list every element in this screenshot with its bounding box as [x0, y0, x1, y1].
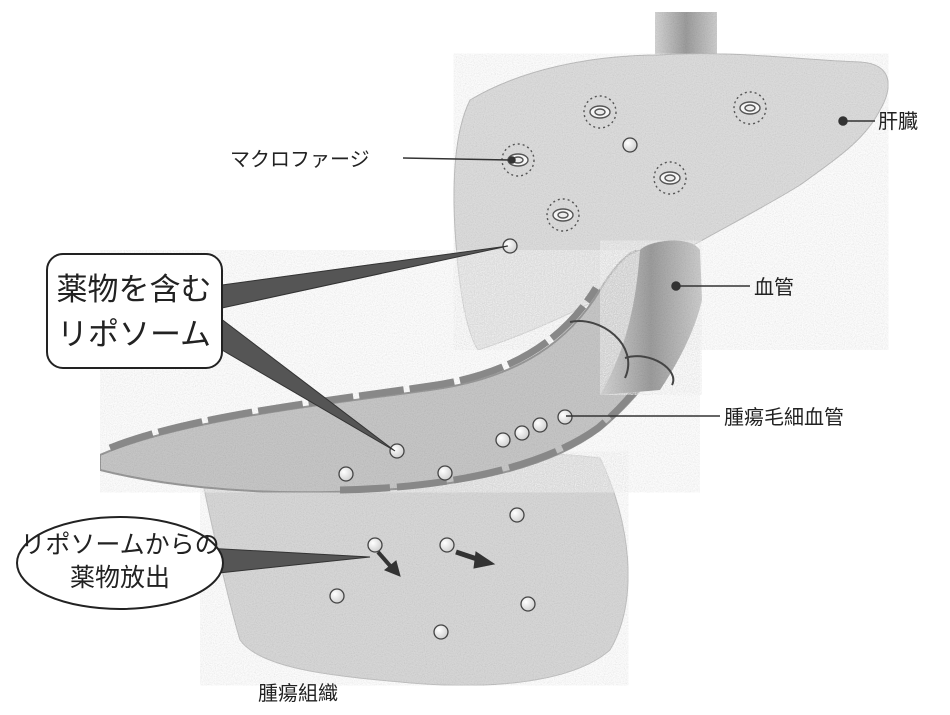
leader-dot-macrophage	[509, 157, 515, 163]
tumor-capillary-label: 腫瘍毛細血管	[724, 405, 844, 429]
liposome	[623, 138, 637, 152]
liposome	[434, 625, 448, 639]
release-callout-line1: リポソームからの	[20, 530, 219, 559]
liposome	[438, 466, 452, 480]
liposome	[339, 467, 353, 481]
leader-dot-vessel	[672, 282, 680, 290]
macrophage-label: マクロファージ	[230, 147, 370, 171]
liposome	[533, 418, 547, 432]
release-callout-line2: 薬物放出	[70, 563, 170, 592]
liposome	[496, 433, 510, 447]
liposome	[368, 538, 382, 552]
liposome	[330, 589, 344, 603]
liposome	[510, 508, 524, 522]
liposome	[521, 597, 535, 611]
liposome	[558, 410, 572, 424]
leader-dot-liver	[839, 117, 847, 125]
liposome	[440, 538, 454, 552]
liposome	[390, 444, 404, 458]
liposome-callout-line1: 薬物を含む	[57, 272, 212, 308]
liposome	[515, 426, 529, 440]
blood-vessel-label: 血管	[754, 275, 794, 299]
tumor-tissue-label: 腫瘍組織	[258, 681, 338, 705]
liver-label: 肝臓	[878, 109, 918, 133]
liposome-callout-line2: リポソーム	[57, 317, 211, 353]
